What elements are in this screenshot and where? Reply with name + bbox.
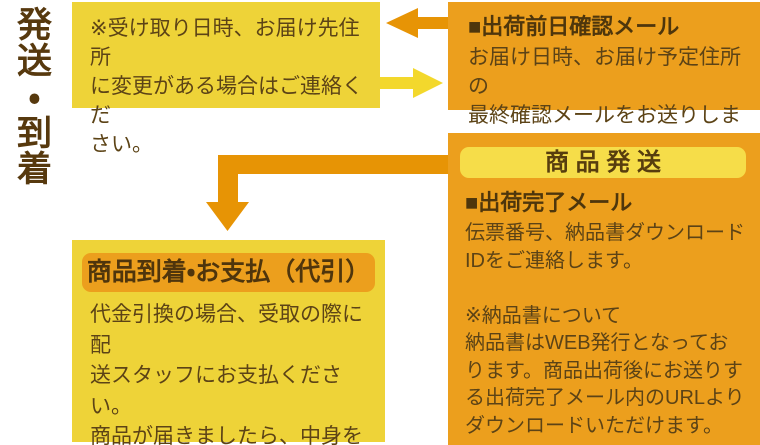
arrival-header-pill: 商品到着・お支払（代引） xyxy=(82,253,375,292)
arrow-right-icon xyxy=(380,68,443,98)
shipping-complete-mail-heading: ■出荷完了メール xyxy=(465,190,633,215)
arrival-box-text: 代金引換の場合、受取の際に配 送スタッフにお支払ください。 商品が届きましたら、… xyxy=(90,303,363,445)
notice-box: ※受け取り日時、お届け先住所 に変更がある場合はご連絡くだ さい。 xyxy=(72,2,380,156)
shipping-header-pill: 商 品 発 送 xyxy=(460,147,746,178)
notice-box-text: ※受け取り日時、お届け先住所 に変更がある場合はご連絡くだ さい。 xyxy=(90,17,363,156)
pre-shipping-mail-heading: ■出荷前日確認メール xyxy=(468,14,680,39)
shipping-box-text: 伝票番号、納品書ダウンロード IDをご連絡します。 ※納品書について 納品書はW… xyxy=(465,222,745,437)
elbow-down-arrow-icon xyxy=(206,155,450,231)
section-title-vertical: 発送・到着 xyxy=(12,6,51,186)
arrow-left-icon xyxy=(386,8,448,38)
pre-shipping-mail-box: ■出荷前日確認メール お届け日時、お届け予定住所の 最終確認メールをお送りします… xyxy=(448,2,760,156)
shipping-box: 商 品 発 送 ■出荷完了メール 伝票番号、納品書ダウンロード IDをご連絡しま… xyxy=(448,133,760,445)
arrival-payment-box: 商品到着・お支払（代引） 代金引換の場合、受取の際に配 送スタッフにお支払くださ… xyxy=(72,240,385,445)
